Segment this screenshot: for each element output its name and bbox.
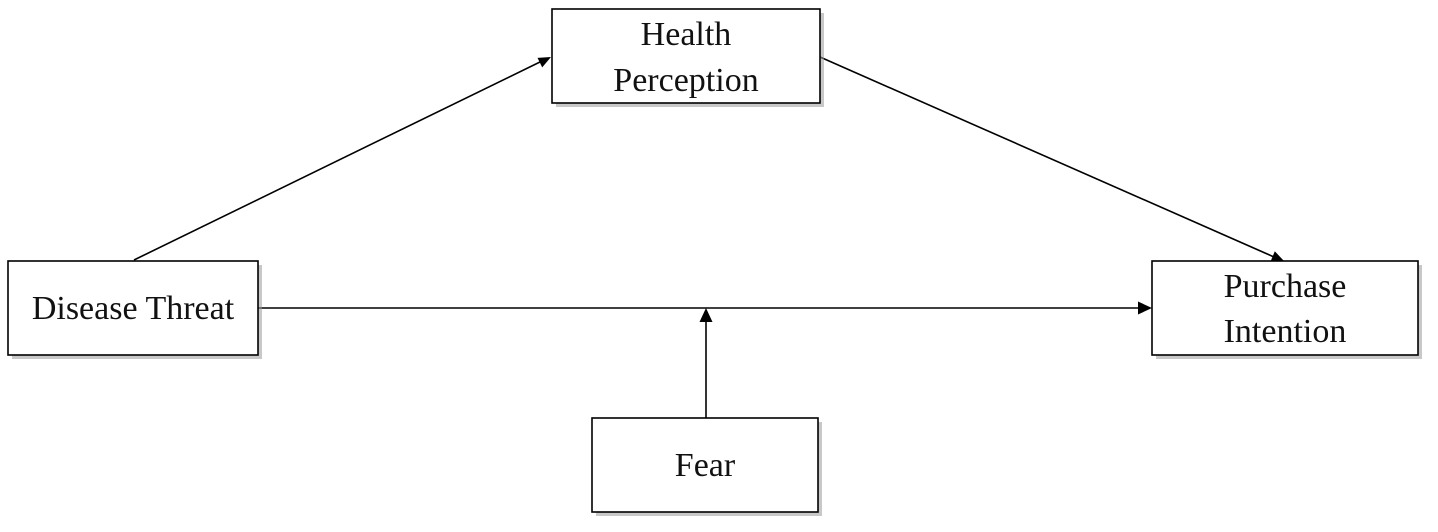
arrowhead-icon	[1270, 251, 1284, 261]
node-health-perception-line2: Perception	[613, 62, 758, 99]
node-purchase-intention: Purchase Intention	[1151, 260, 1422, 359]
node-health-perception: Health Perception	[551, 8, 824, 107]
node-disease-threat-label: Disease Threat	[32, 290, 235, 327]
node-health-perception-line1: Health	[641, 16, 732, 53]
arrowhead-icon	[1138, 301, 1152, 315]
arrowhead-icon	[699, 308, 713, 322]
node-fear-label: Fear	[675, 447, 736, 484]
node-fear: Fear	[591, 417, 822, 516]
node-purchase-intention-line2: Intention	[1224, 313, 1347, 350]
edge-fear-moderation	[699, 308, 713, 418]
arrowhead-icon	[537, 57, 551, 68]
node-purchase-intention-line1: Purchase	[1224, 268, 1347, 305]
node-disease-threat: Disease Threat	[7, 260, 262, 359]
edge-disease-threat-to-purchase-intention	[258, 301, 1152, 315]
edge-disease-threat-to-health-perception	[133, 57, 551, 261]
edge-health-perception-to-purchase-intention	[819, 56, 1284, 261]
